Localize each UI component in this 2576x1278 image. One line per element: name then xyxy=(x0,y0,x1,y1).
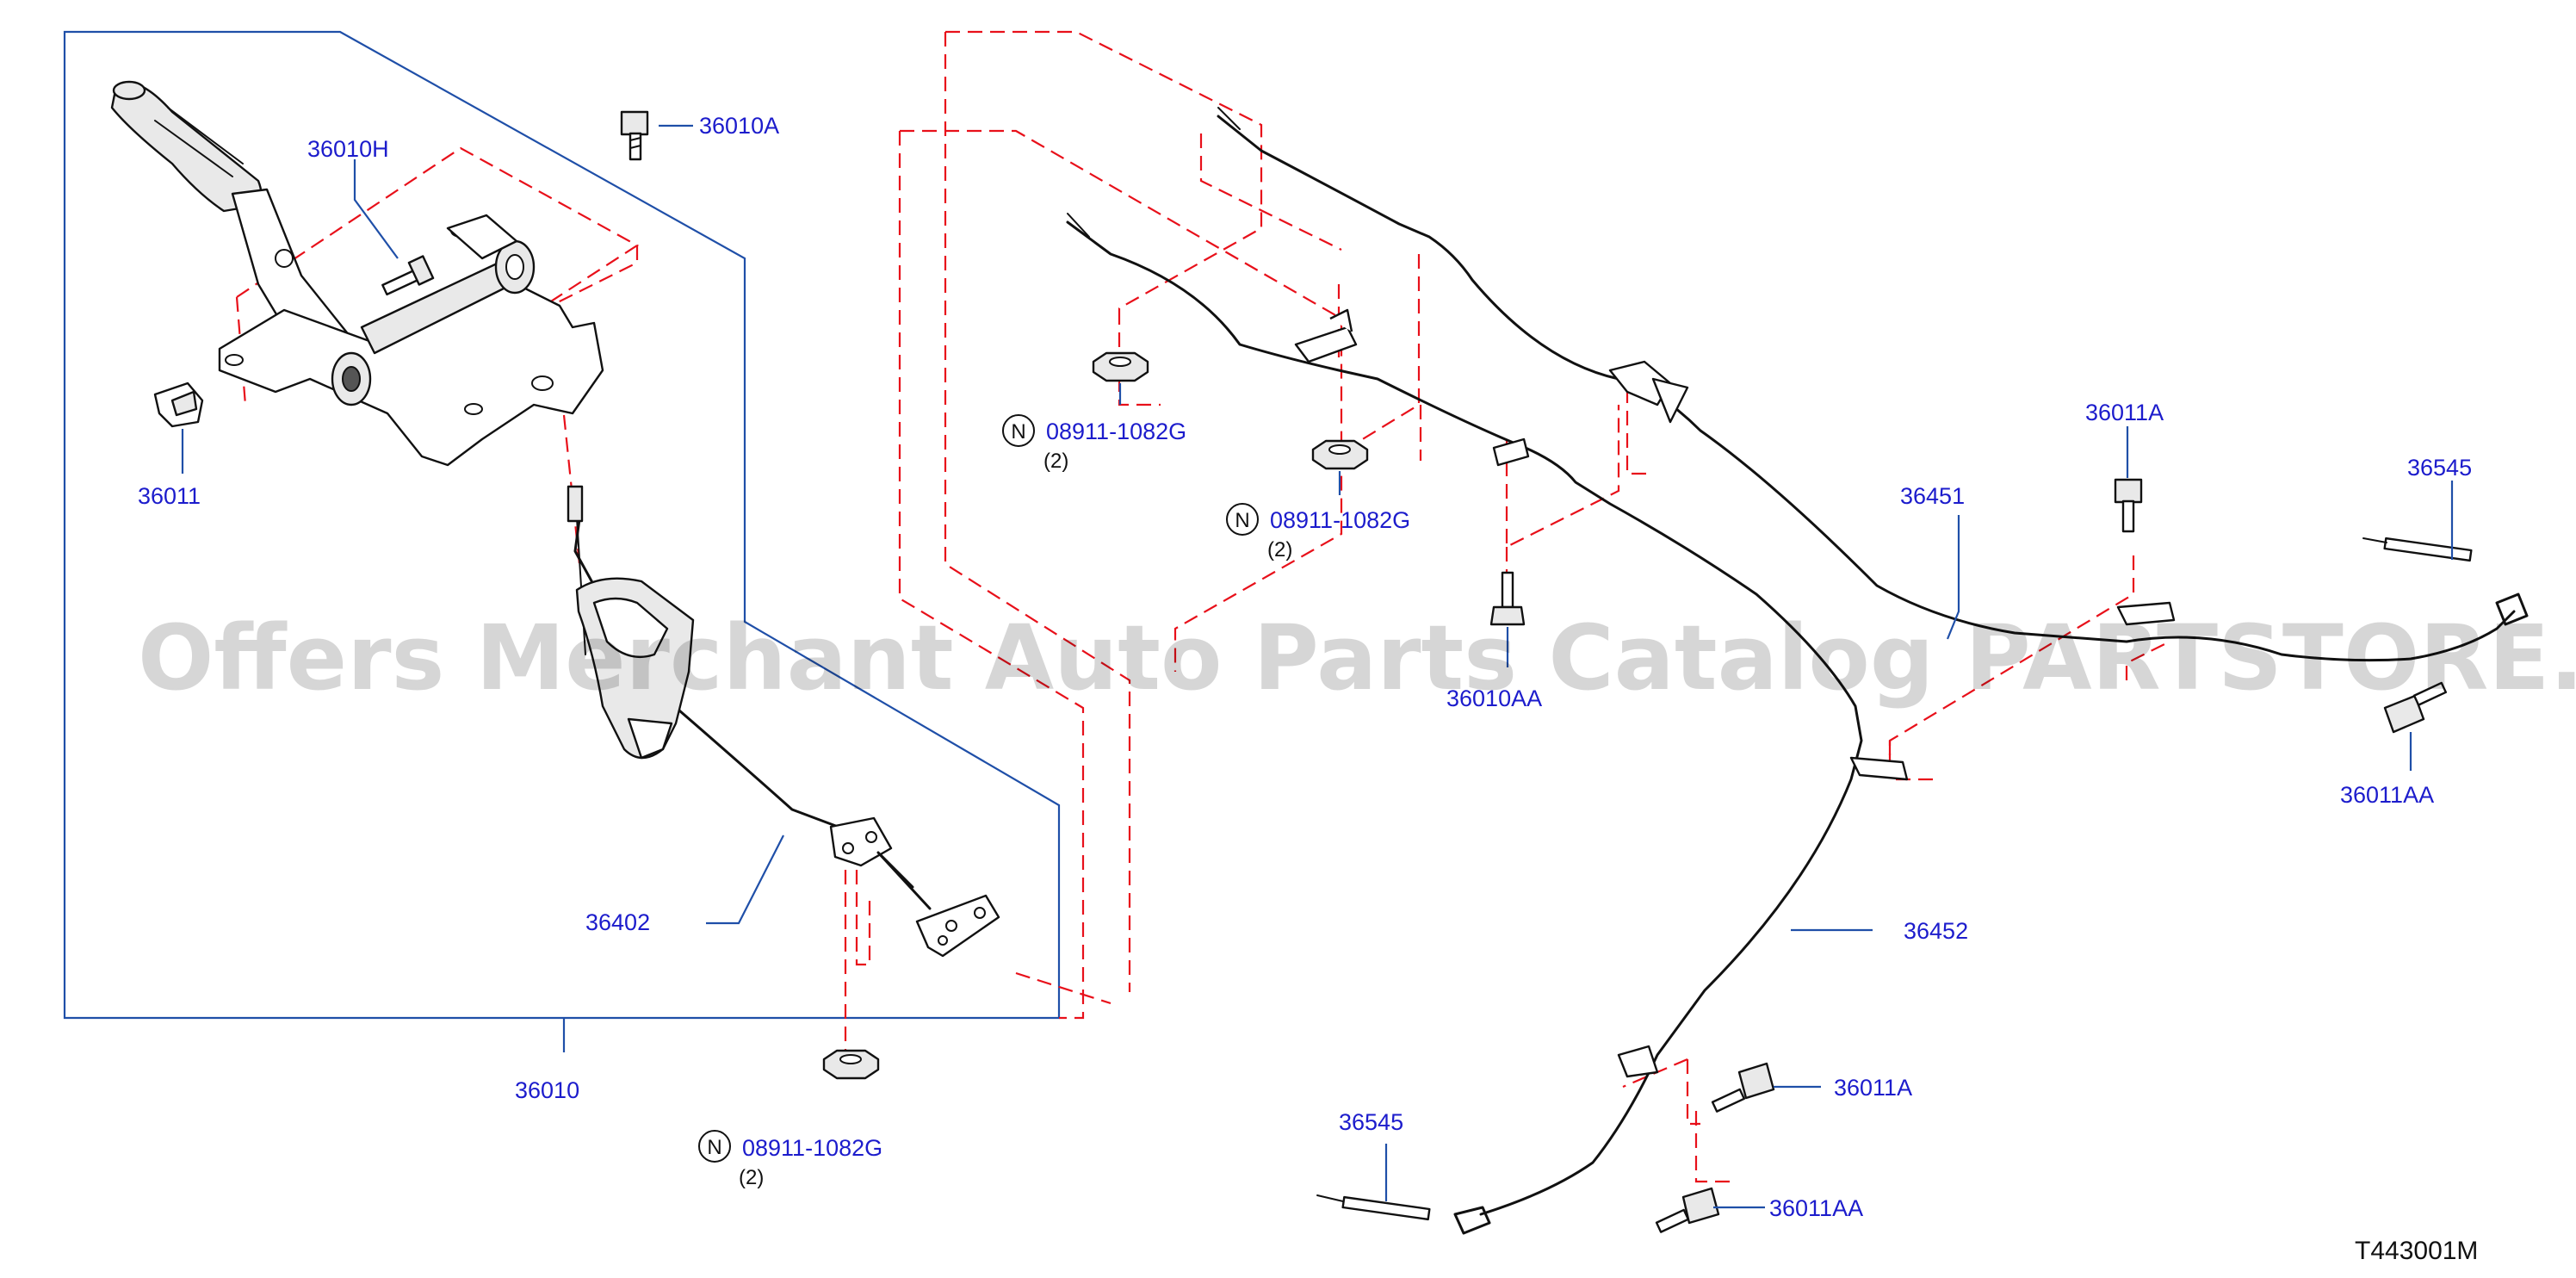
nut-callout-2: N 08911-1082G (2) xyxy=(1226,503,1410,561)
label-36010h: 36010H xyxy=(307,136,389,162)
cable-boot-36402 xyxy=(575,577,695,760)
nut-callout-1-qty: (2) xyxy=(1043,450,1068,473)
flange-nut-1 xyxy=(1092,351,1149,382)
nut-callout-1-code: N xyxy=(1011,420,1025,444)
bolt-36010aa xyxy=(1489,571,1526,626)
label-36452: 36452 xyxy=(1904,918,1968,944)
bolt-36011aa-bottom xyxy=(1655,1187,1720,1233)
equalizer-bracket xyxy=(829,816,1000,958)
label-36545-top: 36545 xyxy=(2407,455,2472,481)
label-36011a-top: 36011A xyxy=(2085,400,2164,425)
bolt-36011a-top xyxy=(2114,478,2143,533)
dashed-guide-lines xyxy=(158,30,2170,1183)
nut-callout-1-part: 08911-1082G xyxy=(1046,419,1186,444)
spring-36545-top xyxy=(2362,537,2473,562)
nut-callout-3: N 08911-1082G (2) xyxy=(698,1130,882,1189)
label-36010a: 36010A xyxy=(699,113,779,139)
label-36011aa-bottom: 36011AA xyxy=(1769,1195,1863,1221)
flange-nut-3 xyxy=(822,1049,880,1080)
label-36010aa: 36010AA xyxy=(1446,686,1542,711)
label-36451: 36451 xyxy=(1900,483,1965,509)
nut-callout-3-part: 08911-1082G xyxy=(742,1135,882,1161)
label-36010: 36010 xyxy=(515,1077,579,1103)
label-36402: 36402 xyxy=(585,909,650,935)
diagram-code: T443001M xyxy=(2355,1237,2478,1265)
bolt-36011aa-top xyxy=(2383,681,2448,734)
label-36011: 36011 xyxy=(138,483,201,509)
nut-callout-1: N 08911-1082G (2) xyxy=(1002,414,1186,473)
leader-lines xyxy=(181,124,2454,1209)
flange-nut-2 xyxy=(1311,439,1369,470)
bolt-36011a-bottom xyxy=(1711,1062,1775,1113)
label-36011a-bottom: 36011A xyxy=(1834,1075,1912,1101)
label-36545-bottom: 36545 xyxy=(1339,1109,1403,1135)
bolt-36010a xyxy=(620,110,649,161)
part-labels: 36010H 36010A 36011 36402 36010 36010AA … xyxy=(138,113,2472,1221)
lever-assembly-boundary xyxy=(63,30,1061,1020)
nut-callout-2-qty: (2) xyxy=(1267,538,1292,561)
parking-brake-lever-assembly xyxy=(110,80,604,523)
nut-callout-2-code: N xyxy=(1235,509,1249,532)
nut-callout-3-qty: (2) xyxy=(739,1166,764,1189)
cable-brackets xyxy=(1294,308,2176,1078)
nut-callout-2-part: 08911-1082G xyxy=(1270,507,1410,533)
spring-36545-bottom xyxy=(1316,1194,1431,1221)
nut-callout-3-code: N xyxy=(707,1136,721,1159)
label-36011aa-top: 36011AA xyxy=(2340,782,2434,808)
clip-36011 xyxy=(153,382,204,428)
watermark: Offers Merchant Auto Parts Catalog PARTS… xyxy=(138,605,2576,710)
